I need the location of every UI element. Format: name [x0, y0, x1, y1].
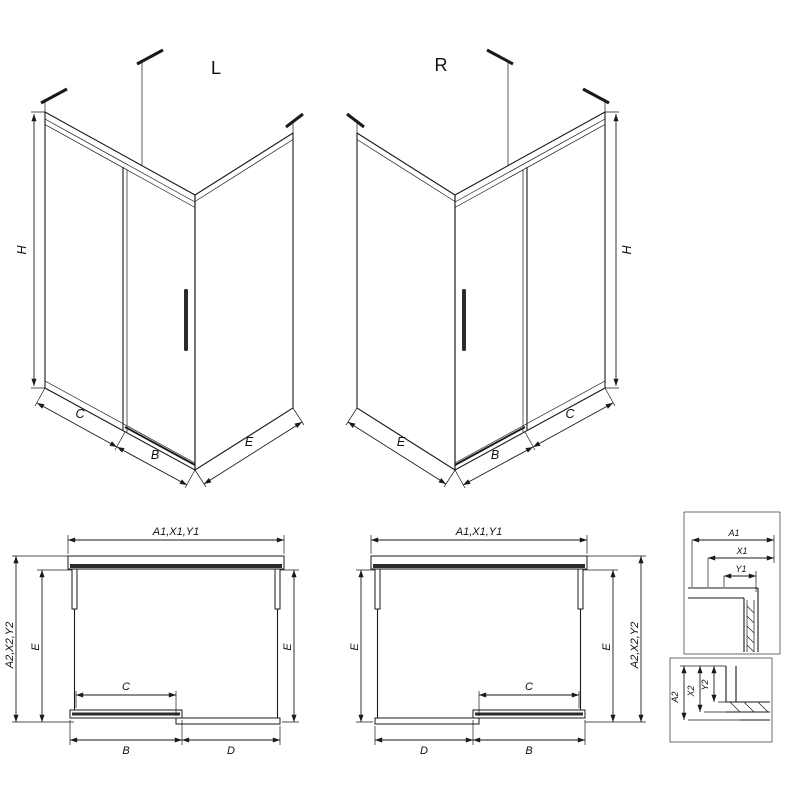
glass-hatching [729, 701, 769, 713]
back-panel-rail [70, 564, 282, 568]
detail-view-bottom: A2 X2 Y2 [669, 657, 773, 743]
wall-profile-section [725, 666, 770, 721]
side-glass-lines [376, 609, 582, 718]
dim-line-e [347, 421, 447, 485]
side-panel-outline [194, 132, 294, 471]
sliding-door-rail [72, 712, 180, 716]
wall-profile-section [688, 587, 759, 652]
door-handle [462, 289, 466, 351]
back-panel-rail [373, 564, 585, 568]
witness-lines [691, 535, 775, 592]
dim-label-opening: C [525, 681, 533, 693]
sliding-door-rail [475, 712, 583, 716]
dim-label-a1: A1,X1,Y1 [152, 526, 199, 538]
wall-support-bars [40, 48, 304, 129]
dim-label-a2: A2 [670, 691, 680, 703]
dim-label-c: C [565, 407, 575, 421]
dim-label-y1: Y1 [735, 564, 746, 574]
dim-label-d: D [227, 745, 235, 757]
side-panel-rail-line [356, 139, 456, 202]
dim-label-b: B [122, 745, 129, 757]
dim-line-b [462, 446, 534, 486]
dim-label-d: D [420, 745, 428, 757]
fixed-front-panel-plan [374, 717, 480, 725]
dim-line-b [116, 446, 188, 486]
support-posts [44, 61, 294, 166]
iso-view-right: R H C B E [345, 48, 634, 489]
witness-lines-a2 [585, 555, 646, 723]
dim-label-y2: Y2 [700, 679, 710, 690]
dim-line-c [36, 402, 118, 448]
witness-lines-h [31, 111, 45, 389]
top-rail-lines [44, 118, 196, 208]
support-posts [356, 61, 606, 166]
witness-lines-a2 [12, 555, 74, 723]
wall-support-bars [346, 48, 610, 129]
detail-frame [683, 511, 781, 655]
dim-label-b: B [491, 448, 499, 462]
wall-profile-left [71, 568, 78, 610]
dim-label-h: H [620, 245, 634, 255]
dim-label-h: H [15, 245, 29, 255]
top-rail-lines [454, 118, 606, 208]
dim-label-a2: A2,X2,Y2 [629, 622, 641, 669]
iso-view-left: L H C B E [15, 48, 305, 489]
dim-label-e-left: E [30, 643, 42, 651]
dim-label-x2: X2 [686, 685, 696, 697]
detail-frame [669, 657, 773, 743]
witness-lines-b [454, 469, 466, 489]
dim-label-opening: C [122, 681, 130, 693]
bottom-rail-line [44, 380, 196, 464]
glass-section-lines [746, 600, 755, 652]
door-bottom-track [124, 426, 196, 466]
plan-view-left: A1,X1,Y1 A2,X2,Y2 E C B D E [4, 526, 299, 757]
side-panel-outline [356, 132, 456, 471]
glass-hatching [746, 605, 755, 653]
dim-label-b: B [525, 745, 532, 757]
side-glass-lines [73, 609, 279, 718]
dim-label-e: E [397, 435, 406, 449]
witness-lines-h [605, 111, 619, 389]
bottom-rail-line [454, 380, 606, 464]
dim-label-b: B [151, 448, 159, 462]
dim-label-a1: A1 [727, 528, 739, 538]
witness-lines-b [184, 469, 196, 489]
dim-label-e-right: E [601, 643, 613, 651]
variant-label-left: L [211, 58, 221, 78]
dim-label-e: E [245, 435, 254, 449]
fixed-front-panel-plan [175, 717, 281, 725]
variant-label-right: R [435, 55, 448, 75]
side-panel-rail-line [194, 139, 294, 202]
wall-profile-left [374, 568, 381, 610]
wall-profile-right [577, 568, 584, 610]
dim-label-x1: X1 [735, 546, 747, 556]
door-handle [184, 289, 188, 351]
witness-lines [680, 665, 740, 721]
wall-profile-right [274, 568, 281, 610]
dim-label-e-right: E [282, 643, 294, 651]
dim-label-e-left: E [349, 643, 361, 651]
detail-view-top: A1 X1 Y1 [683, 511, 781, 655]
plan-view-right: A1,X1,Y1 E C D B E A2,X2,Y2 [349, 526, 646, 757]
dim-line-c [532, 402, 614, 448]
dim-label-c: C [75, 407, 85, 421]
dim-label-a2: A2,X2,Y2 [4, 622, 16, 669]
dim-label-a1: A1,X1,Y1 [455, 526, 502, 538]
dim-line-e [203, 421, 303, 485]
